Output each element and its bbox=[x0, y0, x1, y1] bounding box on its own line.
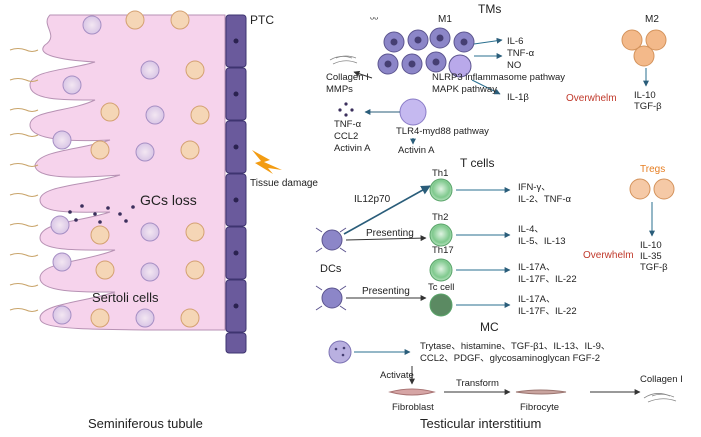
sertoli-label: Sertoli cells bbox=[92, 290, 159, 305]
th2-cyt-2: IL-5、IL-13 bbox=[518, 236, 566, 247]
th2-label: Th2 bbox=[432, 212, 448, 223]
il12-arrow bbox=[343, 185, 431, 235]
mc-line2: CCL2、PDGF、glycosaminoglycan FGF-2 bbox=[420, 353, 600, 364]
collagen-label: Collagen I bbox=[326, 72, 369, 83]
mapk-label: MAPK pathway bbox=[432, 84, 497, 95]
m2-il10-label: IL-10 bbox=[634, 90, 656, 101]
germ-cells bbox=[50, 10, 210, 328]
bacteria-icon: ᵕᵕ bbox=[370, 13, 378, 25]
dc-cell-1 bbox=[315, 227, 347, 253]
tcells-overwhelm: Overwhelm bbox=[583, 250, 634, 261]
interstitium-caption: Testicular interstitium bbox=[420, 416, 541, 431]
cytokine-dots-tnf bbox=[338, 102, 354, 117]
tregs-cells bbox=[629, 178, 675, 200]
il6-label: IL-6 bbox=[507, 36, 523, 47]
il12-label: IL12p70 bbox=[354, 194, 391, 205]
mc-title: MC bbox=[480, 320, 499, 334]
collagen-fibers-icon-2 bbox=[643, 393, 677, 403]
tc-label: Tc cell bbox=[428, 282, 454, 293]
tms-overwhelm: Overwhelm bbox=[566, 93, 617, 104]
th1-label: Th1 bbox=[432, 168, 448, 179]
transform-label: Transform bbox=[456, 378, 499, 389]
tissue-damage-label: Tissue damage bbox=[250, 178, 318, 189]
m1-macrophages bbox=[377, 27, 475, 78]
fibroblast-cell bbox=[388, 388, 436, 396]
mast-cell bbox=[328, 340, 352, 364]
no-label: NO bbox=[507, 60, 521, 71]
fibroblast-label: Fibroblast bbox=[392, 402, 434, 413]
nlrp3-label: NLRP3 inflammasome pathway bbox=[432, 72, 565, 83]
treg-tgfb: TGF-β bbox=[640, 262, 668, 273]
th17-cyt-1: IL-17A、 bbox=[518, 262, 556, 273]
collagen-mc-label: Collagen I bbox=[640, 374, 683, 385]
tc-cyt-2: IL-17F、IL-22 bbox=[518, 306, 577, 317]
sperm-tails bbox=[9, 48, 39, 312]
fibrocyte-label: Fibrocyte bbox=[520, 402, 559, 413]
il1b-label: IL-1β bbox=[507, 92, 529, 103]
th1-cyt-1: IFN-γ、 bbox=[518, 182, 551, 193]
m2-tgfb-label: TGF-β bbox=[634, 101, 662, 112]
tlr4-label: TLR4-myd88 pathway bbox=[396, 126, 489, 137]
gcs-loss-label: GCs loss bbox=[140, 192, 197, 208]
seminiferous-tubule bbox=[9, 10, 226, 331]
th17-cyt-2: IL-17F、IL-22 bbox=[518, 274, 577, 285]
m2-macrophages bbox=[621, 29, 667, 67]
lightning-icon bbox=[252, 150, 282, 174]
activin2-label: Activin A bbox=[398, 145, 435, 156]
m1-cytokine-arrows bbox=[471, 37, 503, 95]
tc-cyt-1: IL-17A、 bbox=[518, 294, 556, 305]
collagen-fibers-icon bbox=[329, 55, 358, 65]
tnf-label: TNF-α bbox=[334, 119, 362, 130]
gc-loss-dots bbox=[68, 204, 135, 224]
ptc-column bbox=[225, 14, 247, 354]
th-cells bbox=[429, 178, 453, 317]
dc-cell-2 bbox=[315, 285, 347, 311]
activate-label: Activate bbox=[380, 370, 414, 381]
sertoli-epithelium bbox=[29, 14, 226, 331]
th17-label: Th17 bbox=[432, 245, 454, 256]
ccl2-label: CCL2 bbox=[334, 131, 358, 142]
mc-line1: Trytase、histamine、TGF-β1、IL-13、IL-9、 bbox=[420, 341, 610, 352]
tlr4-macrophage bbox=[399, 98, 427, 126]
seminiferous-caption: Seminiferous tubule bbox=[88, 416, 203, 431]
m2-label: M2 bbox=[645, 14, 659, 25]
treg-il35: IL-35 bbox=[640, 251, 662, 262]
activin-label: Activin A bbox=[334, 143, 371, 154]
th1-cyt-2: IL-2、TNF-α bbox=[518, 194, 572, 205]
mmps-label: MMPs bbox=[326, 84, 353, 95]
presenting1-label: Presenting bbox=[366, 228, 414, 239]
th-cytokine-arrows bbox=[456, 187, 511, 308]
fibrocyte-cell bbox=[515, 389, 567, 395]
tms-title: TMs bbox=[478, 2, 501, 16]
m1-label: M1 bbox=[438, 14, 452, 25]
presenting2-label: Presenting bbox=[362, 286, 410, 297]
tcells-title: T cells bbox=[460, 156, 494, 170]
treg-il10: IL-10 bbox=[640, 240, 662, 251]
tnf2-label: TNF-α bbox=[507, 48, 535, 59]
th2-cyt-1: IL-4、 bbox=[518, 224, 544, 235]
dcs-label: DCs bbox=[320, 263, 342, 275]
tregs-label: Tregs bbox=[640, 164, 665, 175]
ptc-label: PTC bbox=[250, 13, 274, 27]
